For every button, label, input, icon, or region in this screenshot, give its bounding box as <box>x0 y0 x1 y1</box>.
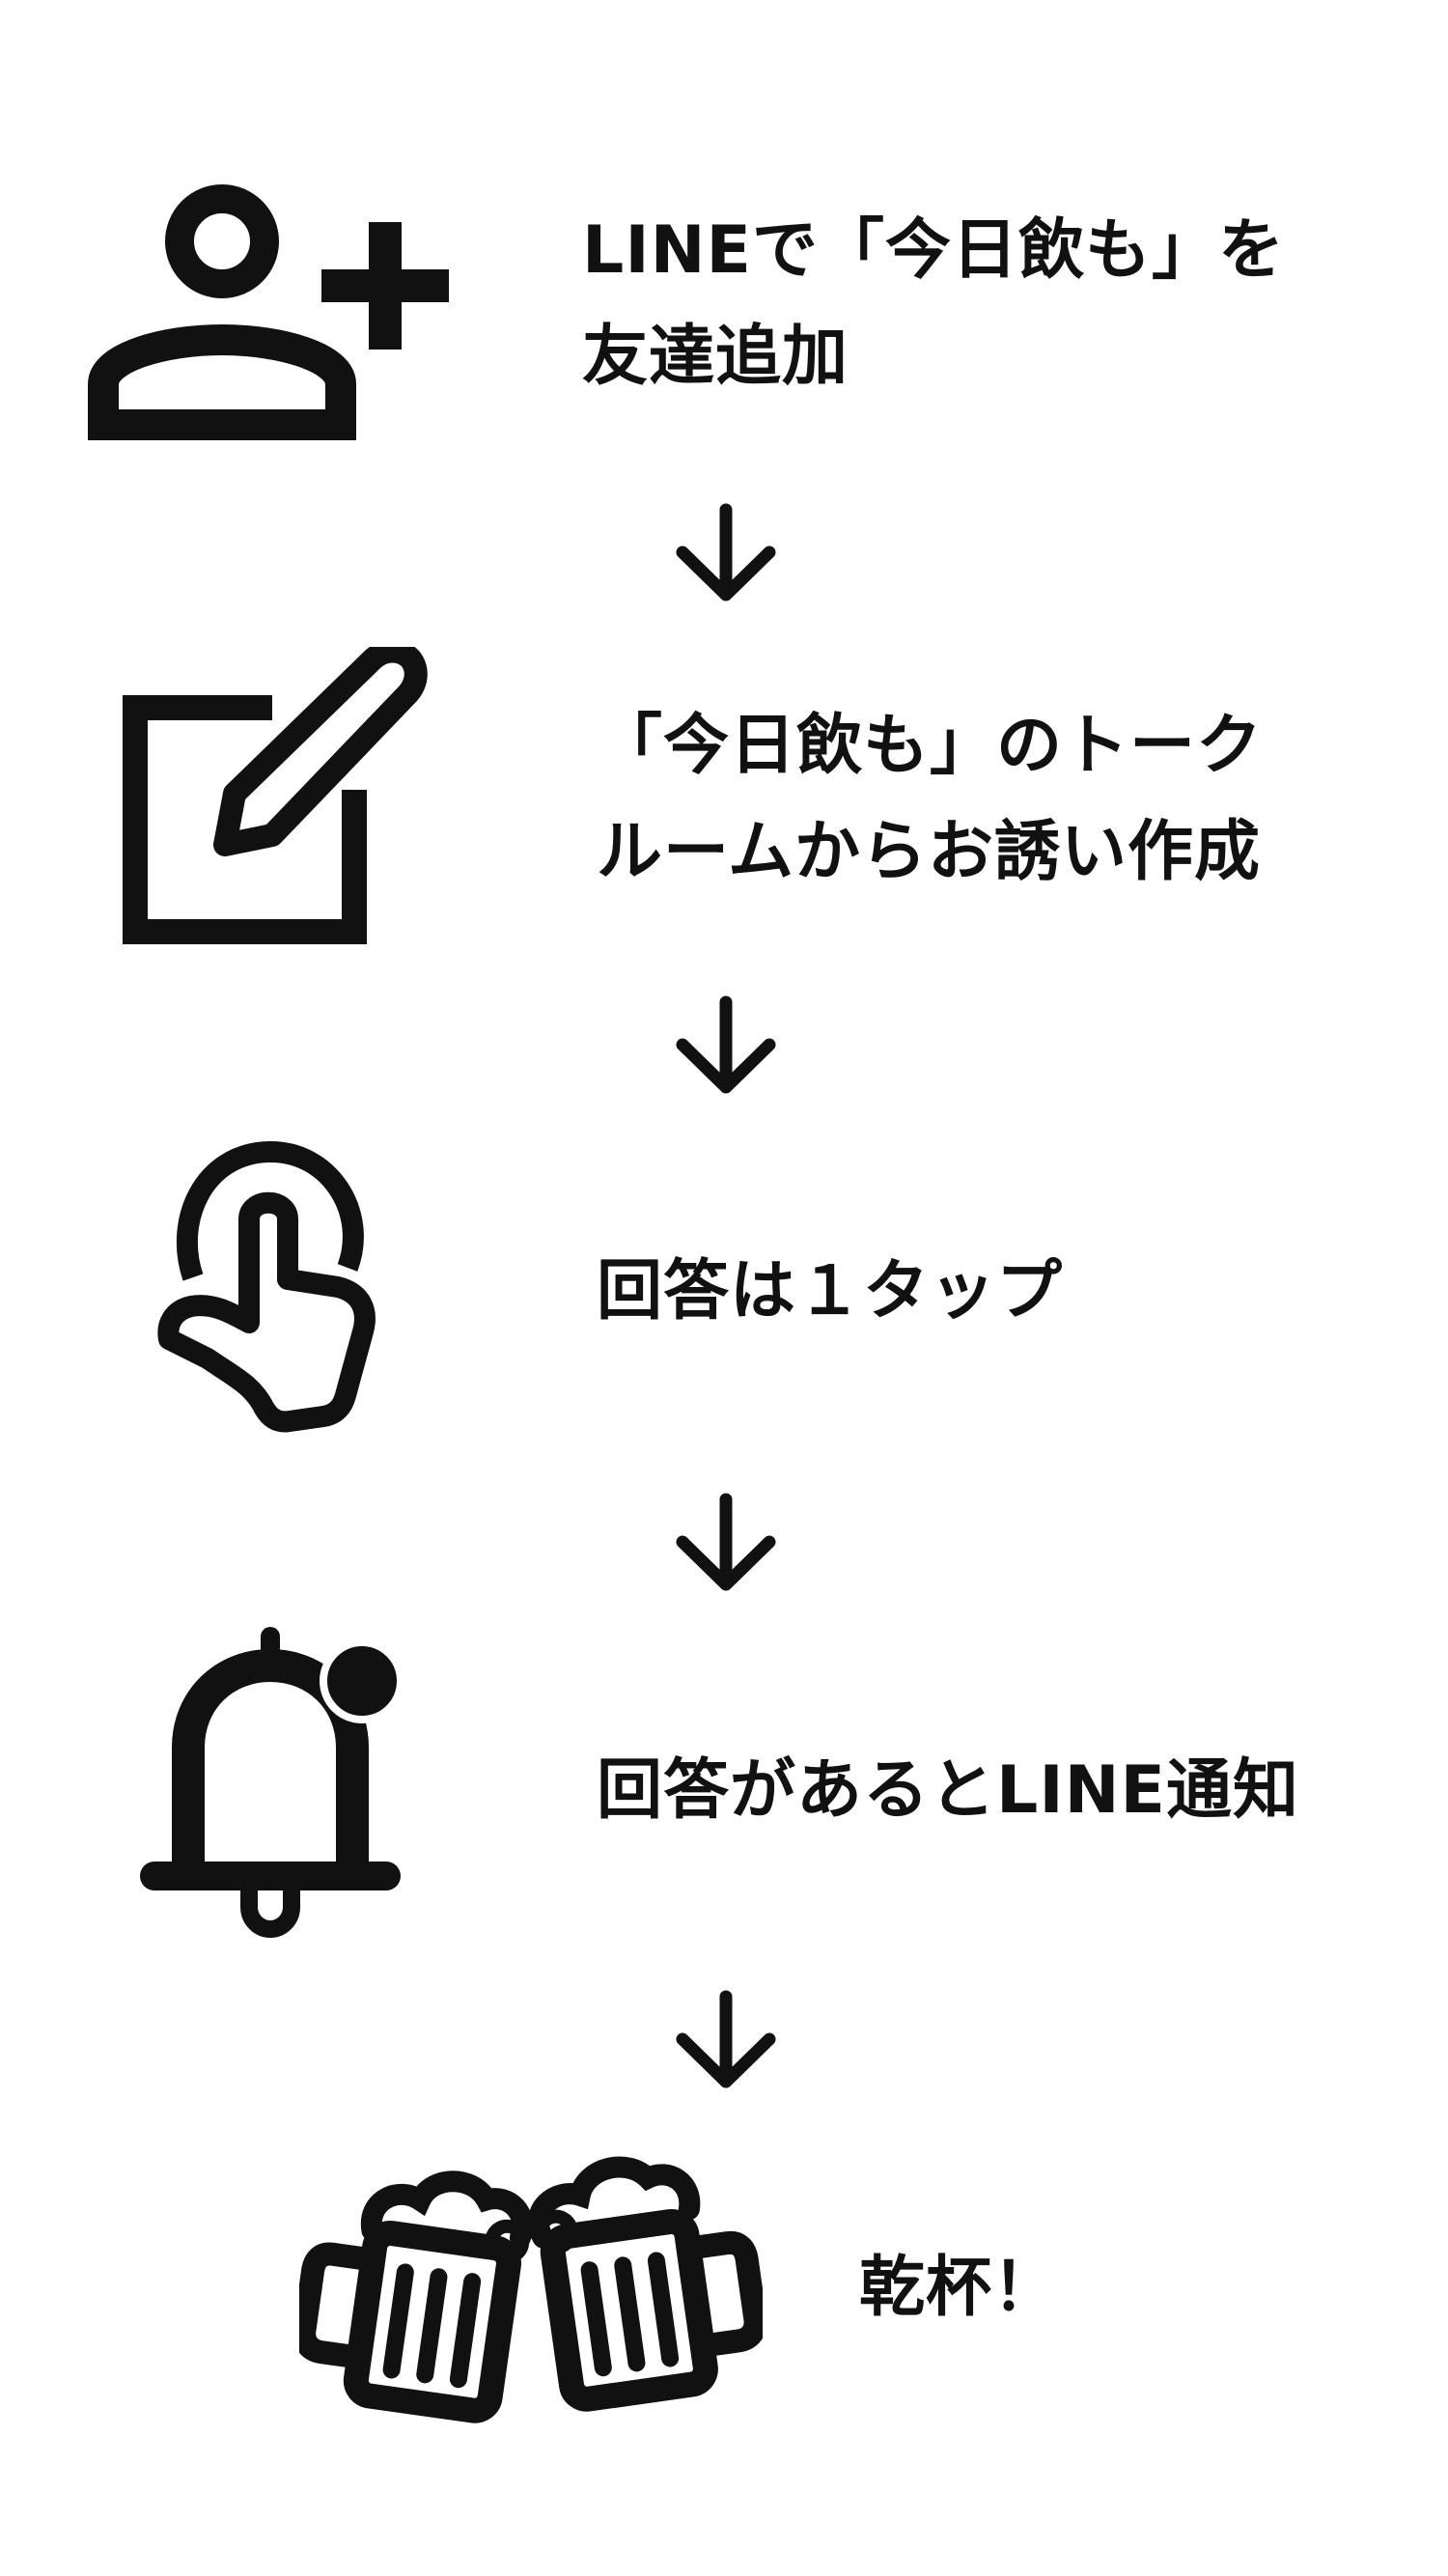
step-4-line-1: 回答があるとLINE通知 <box>597 1752 1299 1829</box>
notification-bell-icon <box>140 1627 410 1955</box>
step-2-line-1: 「今日飲も」のトーク <box>597 708 1264 784</box>
step-2-line-2: ルームからお誘い作成 <box>597 814 1261 890</box>
person-add-icon <box>87 164 454 444</box>
step-5-text: 乾杯！ <box>859 2235 1059 2341</box>
step-1-line-1: LINEで「今日飲も」を <box>582 212 1285 289</box>
step-2-text: 「今日飲も」のトーク ルームからお誘い作成 <box>597 693 1263 906</box>
arrow-down-icon <box>673 502 779 608</box>
step-5-line-1: 乾杯！ <box>859 2250 1060 2326</box>
step-3-line-1: 回答は１タップ <box>597 1253 1064 1330</box>
arrow-down-icon <box>673 994 779 1101</box>
beer-cheers-icon <box>299 2134 763 2423</box>
edit-square-icon <box>121 647 430 946</box>
step-4-text: 回答があるとLINE通知 <box>597 1738 1299 1844</box>
step-1-line-2: 友達追加 <box>582 319 849 395</box>
step-1-text: LINEで「今日飲も」を 友達追加 <box>582 198 1285 410</box>
arrow-down-icon <box>673 1492 779 1598</box>
arrow-down-icon <box>673 1989 779 2095</box>
step-3-text: 回答は１タップ <box>597 1239 1063 1345</box>
tap-hand-icon <box>154 1134 396 1443</box>
